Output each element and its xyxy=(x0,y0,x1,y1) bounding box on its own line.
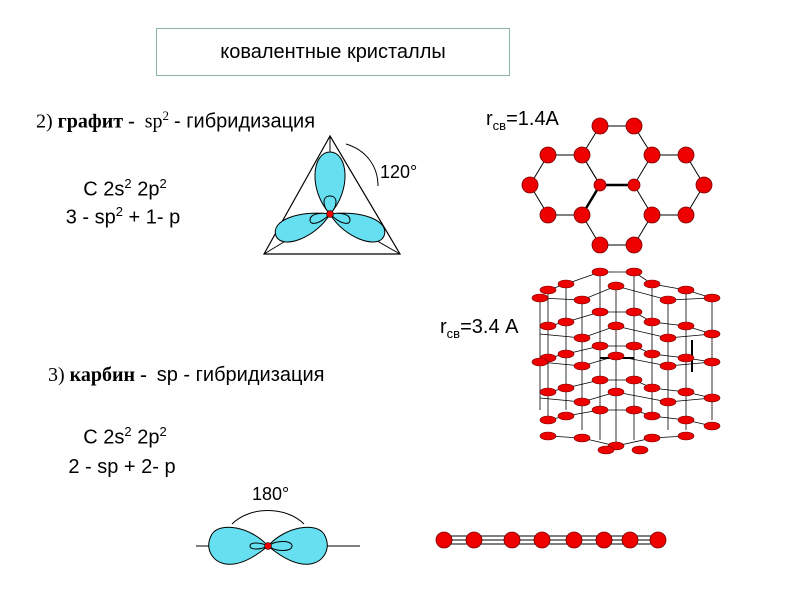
sp2-orbital-diagram xyxy=(262,134,402,255)
graphite-orbitals-pre: 3 - sp xyxy=(65,206,116,229)
angle-180-label: 180° xyxy=(252,484,290,504)
graphite-layer-distance: rсв=3.4 А xyxy=(440,316,518,341)
graphite-config-p: 2p xyxy=(131,178,160,201)
graphite-heading: 2) графит - sp2 - гибридизация xyxy=(36,108,315,134)
carbyne-config-prefix: C 2s xyxy=(83,426,125,449)
graphite-orbitals-post: + 1- p xyxy=(123,206,181,229)
graphite-bond-length: rсв=1.4А xyxy=(486,108,559,133)
carbyne-config-s-sup: 2 xyxy=(124,424,132,439)
carbyne-number: 3) xyxy=(48,364,65,386)
slide-title: ковалентные кристаллы xyxy=(220,40,446,63)
carbyne-config-p: 2p xyxy=(131,426,160,449)
angle-120-label: 120° xyxy=(380,162,418,182)
graphite-hyb-base: sp xyxy=(144,110,163,133)
bond-val: =1.4А xyxy=(506,108,559,130)
carbyne-heading: 3) карбин - sp - гибридизация xyxy=(48,364,324,387)
graphite-config-p-sup: 2 xyxy=(159,176,167,191)
graphite-config-s-sup: 2 xyxy=(124,176,132,191)
title-box: ковалентные кристаллы xyxy=(156,28,510,76)
carbyne-orbitals: 2 - sp + 2- p xyxy=(48,456,196,479)
carbyne-dash: - xyxy=(140,364,147,386)
carbyne-chain xyxy=(435,531,667,549)
layer-val: =3.4 А xyxy=(460,316,519,338)
graphite-name: графит xyxy=(57,110,124,133)
carbyne-name: карбин xyxy=(69,364,136,386)
carbyne-hyb: sp - гибридизация xyxy=(156,364,325,386)
layer-r: r xyxy=(440,316,447,338)
graphite-number: 2) xyxy=(36,110,53,133)
graphite-hexagon-layer xyxy=(521,117,713,254)
graphite-hyb-sup: 2 xyxy=(162,108,170,123)
layer-sub: св xyxy=(446,326,461,341)
graphite-config-prefix: C 2s xyxy=(83,178,125,201)
graphite-layered-structure xyxy=(531,267,721,455)
carbyne-orbitals-text: 2 - sp + 2- p xyxy=(68,456,176,478)
graphite-config: C 2s2 2p2 xyxy=(55,176,195,202)
carbyne-config: C 2s2 2p2 xyxy=(55,424,195,450)
carbyne-config-p-sup: 2 xyxy=(159,424,167,439)
sp-orbital-diagram xyxy=(196,510,360,565)
bond-sub: св xyxy=(492,118,507,133)
graphite-orbitals-sup: 2 xyxy=(115,204,123,219)
graphite-dash: - xyxy=(128,110,135,133)
graphite-hyb-suffix: - гибридизация xyxy=(174,110,316,133)
bond-r: r xyxy=(486,108,493,130)
graphite-orbitals: 3 - sp2 + 1- p xyxy=(48,204,198,230)
